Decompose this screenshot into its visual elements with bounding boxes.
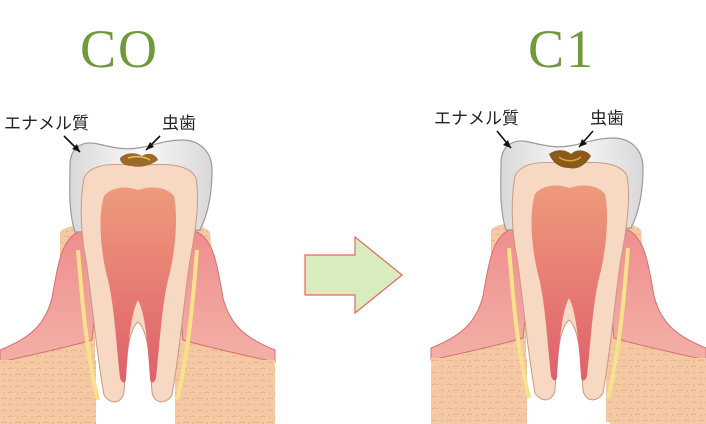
enamel-label-co: エナメル質: [4, 114, 89, 134]
caries-spot-c1: [549, 150, 591, 169]
stage-title-co: CO: [80, 19, 160, 79]
caries-label-c1: 虫歯: [590, 109, 624, 129]
pulp-co: [100, 187, 176, 383]
pulp-c1: [531, 185, 607, 381]
stage-title-c1: C1: [528, 19, 596, 79]
caries-label-co: 虫歯: [162, 114, 196, 134]
tooth-c1: [430, 130, 706, 424]
caries-spot-co: [120, 153, 158, 167]
progression-arrow: [304, 235, 403, 315]
enamel-label-c1: エナメル質: [434, 109, 519, 129]
tooth-co: [0, 135, 276, 424]
